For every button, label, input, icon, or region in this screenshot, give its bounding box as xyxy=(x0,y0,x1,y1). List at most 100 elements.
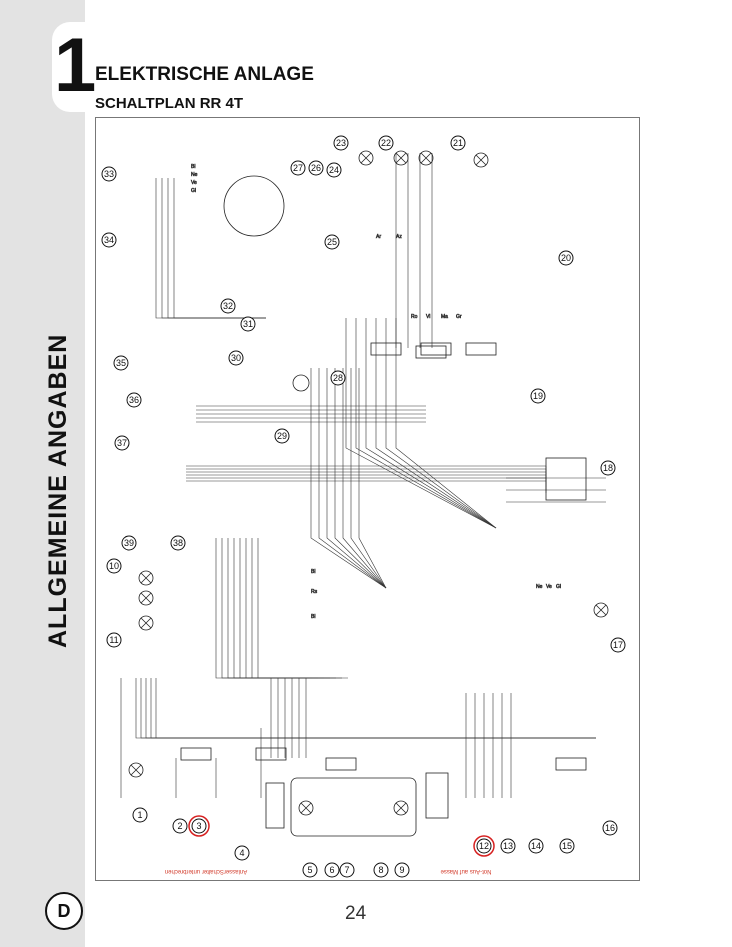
wire xyxy=(239,538,330,679)
wire-color-label: Gi xyxy=(191,188,196,194)
component-number: 31 xyxy=(243,319,253,329)
component-number: 13 xyxy=(503,841,513,851)
wire-color-label: Ro xyxy=(411,314,418,320)
wire-color-label: Az xyxy=(396,234,402,240)
component-callout-18: 18 xyxy=(600,460,616,476)
component-callout-25: 25 xyxy=(324,234,340,250)
component-number: 28 xyxy=(333,373,343,383)
wire-color-label: Gr xyxy=(456,314,462,320)
connector xyxy=(420,342,452,356)
component-number: 18 xyxy=(603,463,613,473)
page-number: 24 xyxy=(345,903,367,924)
wire xyxy=(135,678,596,739)
component-callout-11: 11 xyxy=(106,632,122,648)
connector xyxy=(180,747,212,761)
wire xyxy=(355,318,497,529)
component-number: 29 xyxy=(277,431,287,441)
component-number: 4 xyxy=(239,848,244,858)
section-title: ELEKTRISCHE ANLAGE xyxy=(95,64,314,85)
component-callout-29: 29 xyxy=(274,428,290,444)
component-number: 3 xyxy=(196,821,201,831)
component-number: 9 xyxy=(399,865,404,875)
component-number: 36 xyxy=(129,395,139,405)
highlight-ring xyxy=(473,835,495,857)
wire-color-label: Ve xyxy=(191,180,197,186)
component-number: 33 xyxy=(104,169,114,179)
connector xyxy=(415,345,447,359)
starter-motor-icon xyxy=(292,374,310,392)
wire xyxy=(167,178,266,319)
component-callout-5: 5 xyxy=(302,862,318,878)
wire xyxy=(227,538,318,679)
component-callout-23: 23 xyxy=(333,135,349,151)
component-number: 10 xyxy=(109,561,119,571)
component-callout-3: 3 xyxy=(188,815,210,837)
component-callout-37: 37 xyxy=(114,435,130,451)
component-callout-32: 32 xyxy=(220,298,236,314)
note-emergency-stop: Not-Aus auf Masse xyxy=(440,868,492,874)
subsection-title: SCHALTPLAN RR 4T xyxy=(95,95,244,112)
component-number: 20 xyxy=(561,253,571,263)
component-callout-9: 9 xyxy=(394,862,410,878)
component-number: 8 xyxy=(378,865,383,875)
lamp-icon xyxy=(473,152,489,168)
component-number: 25 xyxy=(327,237,337,247)
component-number: 34 xyxy=(104,235,114,245)
wire xyxy=(342,368,387,589)
connector xyxy=(465,342,497,356)
component-callout-15: 15 xyxy=(559,838,575,854)
component-callout-2: 2 xyxy=(172,818,188,834)
component-number: 27 xyxy=(293,163,303,173)
component-number: 23 xyxy=(336,138,346,148)
battery xyxy=(425,772,449,819)
wire-color-label: Ne xyxy=(191,172,198,178)
wire xyxy=(358,368,387,589)
component-number: 37 xyxy=(117,438,127,448)
component-callout-39: 39 xyxy=(121,535,137,551)
wire xyxy=(375,318,497,529)
side-band xyxy=(0,0,85,947)
component-callout-35: 35 xyxy=(113,355,129,371)
language-badge: D xyxy=(45,892,83,930)
component-number: 16 xyxy=(605,823,615,833)
component-number: 22 xyxy=(381,138,391,148)
lamp-icon xyxy=(393,800,409,816)
component-number: 24 xyxy=(329,165,339,175)
generator-icon xyxy=(223,175,285,237)
chapter-tab xyxy=(52,22,92,112)
ignition-coil xyxy=(265,782,285,829)
component-callout-24: 24 xyxy=(326,162,342,178)
component-callout-4: 4 xyxy=(234,845,250,861)
component-number: 19 xyxy=(533,391,543,401)
component-callout-6: 6 xyxy=(324,862,340,878)
component-number: 12 xyxy=(479,841,489,851)
wire-color-label: Vi xyxy=(426,314,430,320)
component-number: 17 xyxy=(613,640,623,650)
wire-color-label: Ne xyxy=(536,584,543,590)
wire xyxy=(350,368,387,589)
wire xyxy=(233,538,324,679)
component-number: 6 xyxy=(329,865,334,875)
wire xyxy=(251,538,342,679)
lamp-icon xyxy=(138,570,154,586)
wire xyxy=(161,178,266,319)
voltage-regulator xyxy=(545,457,587,501)
component-callout-34: 34 xyxy=(101,232,117,248)
component-number: 38 xyxy=(173,538,183,548)
lamp-icon xyxy=(298,800,314,816)
wire xyxy=(257,538,348,679)
wire xyxy=(245,538,336,679)
component-callout-8: 8 xyxy=(373,862,389,878)
component-number: 2 xyxy=(177,821,182,831)
wire xyxy=(326,368,387,589)
component-callout-16: 16 xyxy=(602,820,618,836)
wire xyxy=(318,368,387,589)
wire xyxy=(365,318,497,529)
connector xyxy=(555,757,587,771)
component-callout-30: 30 xyxy=(228,350,244,366)
component-callout-10: 10 xyxy=(106,558,122,574)
wire xyxy=(155,178,266,319)
wire xyxy=(173,178,266,319)
component-number: 30 xyxy=(231,353,241,363)
